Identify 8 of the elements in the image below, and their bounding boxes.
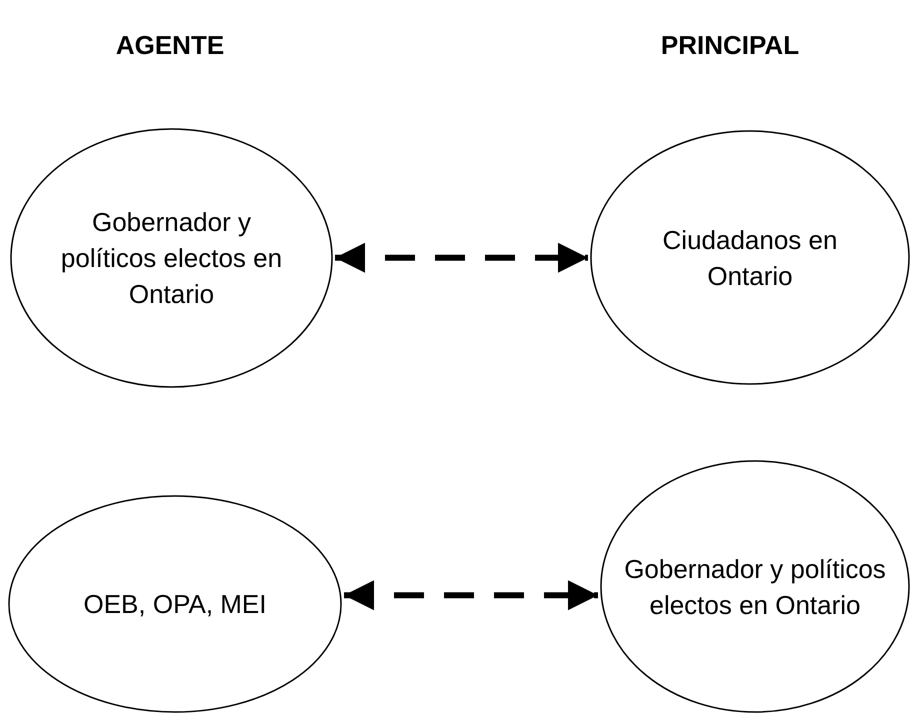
column-heading: PRINCIPAL [660, 30, 800, 60]
dashed-arrow [344, 580, 598, 610]
node-text: Gobernador y políticos electos en Ontario [623, 552, 887, 622]
node-text: Gobernador y políticos electos en Ontario [60, 206, 284, 311]
node-text: Ciudadanos en Ontario [662, 224, 838, 292]
dashed-arrow [335, 242, 588, 273]
node-text: OEB, OPA, MEI [83, 588, 266, 621]
column-heading: AGENTE [116, 30, 224, 60]
